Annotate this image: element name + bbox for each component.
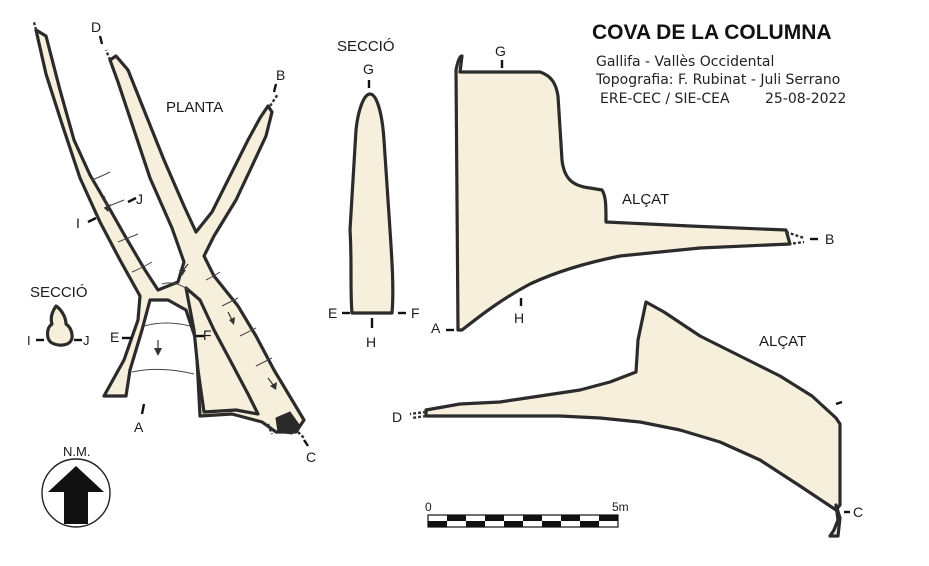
- plan-point-e: E: [110, 329, 119, 345]
- plan-view: PLANTA D B I J E F A C: [32, 19, 316, 465]
- section-gh-point-e: E: [328, 305, 337, 321]
- scale-start: 0: [425, 500, 432, 514]
- elevation-ab-point-b: B: [825, 231, 834, 247]
- survey-title: COVA DE LA COLUMNA: [592, 21, 832, 44]
- plan-dark-pit: [275, 411, 301, 435]
- plan-outline: [34, 28, 306, 434]
- section-gh: SECCIÓ G E F H: [328, 38, 420, 350]
- elevation-ab: G A H B ALÇAT: [431, 43, 834, 336]
- plan-point-i: I: [76, 215, 80, 231]
- section-ij-title: SECCIÓ: [30, 284, 88, 301]
- plan-point-j: J: [136, 191, 143, 207]
- scale-end: 5m: [612, 500, 629, 514]
- elevation-ab-point-a: A: [431, 320, 441, 336]
- elevation-dc-point-c: C: [853, 504, 863, 520]
- plan-point-c: C: [306, 449, 316, 465]
- plan-point-f: F: [203, 327, 212, 343]
- section-gh-point-g: G: [363, 61, 374, 77]
- survey-location: Gallifa - Vallès Occidental: [596, 54, 774, 70]
- section-ij-point-j: J: [83, 333, 90, 348]
- north-arrow-icon: [48, 466, 104, 524]
- survey-authors: Topografia: F. Rubinat - Juli Serrano: [595, 72, 840, 88]
- section-gh-point-h: H: [366, 334, 376, 350]
- section-gh-point-f: F: [411, 305, 420, 321]
- elevation-ab-point-h: H: [514, 310, 524, 326]
- section-ij-point-i: I: [27, 333, 31, 348]
- plan-point-d: D: [91, 19, 101, 35]
- elevation-ab-outline: [454, 54, 792, 332]
- survey-organization: ERE-CEC / SIE-CEA: [600, 91, 730, 107]
- section-ij-outline: [45, 304, 74, 347]
- north-arrow: N.M.: [41, 444, 111, 528]
- scale-bar: 0 5m: [425, 500, 629, 528]
- elevation-dc-shaft: [828, 503, 842, 538]
- elevation-ab-point-g: G: [495, 43, 506, 59]
- elevation-dc-title: ALÇAT: [759, 333, 806, 350]
- north-label: N.M.: [63, 444, 90, 459]
- section-gh-title: SECCIÓ: [337, 38, 395, 55]
- elevation-ab-title: ALÇAT: [622, 191, 669, 208]
- plan-point-a: A: [134, 419, 144, 435]
- plan-title: PLANTA: [166, 99, 223, 116]
- section-ij: SECCIÓ I J: [27, 284, 90, 348]
- plan-inner-pillar: [184, 286, 260, 416]
- survey-date: 25-08-2022: [765, 91, 846, 107]
- elevation-dc-point-d: D: [392, 409, 402, 425]
- section-gh-outline: [348, 92, 395, 315]
- plan-point-b: B: [276, 67, 285, 83]
- elevation-dc: D C ALÇAT: [392, 300, 863, 538]
- elevation-dc-outline: [424, 300, 842, 512]
